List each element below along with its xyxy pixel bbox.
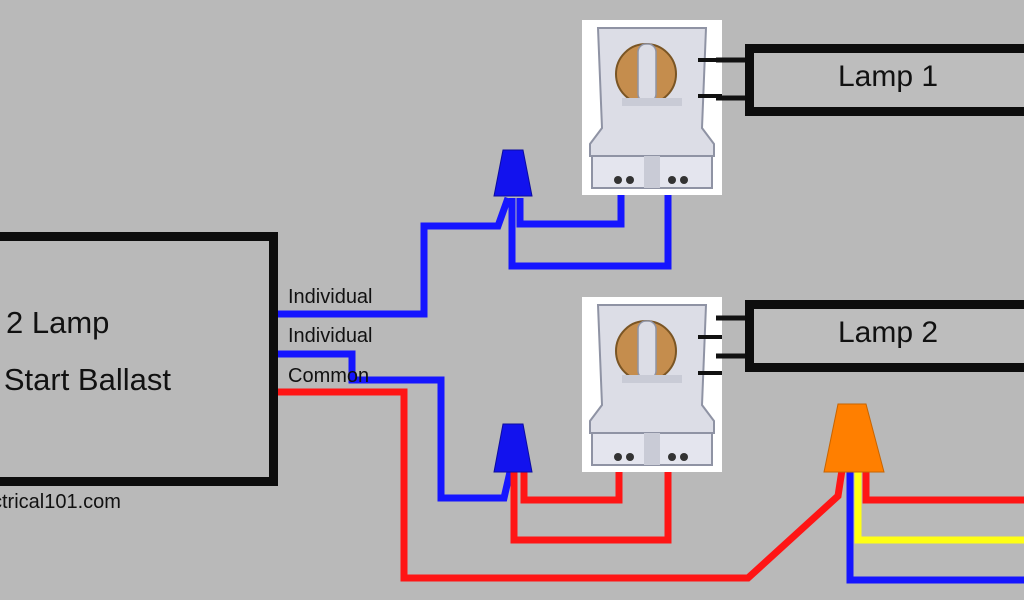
common-wire	[270, 388, 846, 582]
wire-nut-icon	[823, 403, 885, 473]
individual-wire-2	[270, 350, 514, 502]
wire-label-individual-2: Individual	[288, 325, 373, 347]
lamp1-socket-wire-a	[516, 188, 625, 228]
lamp-2-tube	[745, 300, 1024, 372]
ballast-box	[0, 232, 278, 486]
wire-nut-icon	[493, 423, 533, 473]
wire-label-common: Common	[288, 365, 370, 387]
lamp-socket-icon	[582, 20, 722, 195]
lamp1-socket-wire-b	[508, 188, 672, 270]
source-watermark: ctrical101.com	[0, 491, 121, 513]
lamp-2-label: Lamp 2	[838, 316, 939, 349]
orange-nut-yellow-wire	[854, 470, 1024, 544]
wire-label-individual-1: Individual	[288, 286, 373, 308]
lamp2-socket-wire-b	[510, 466, 672, 544]
ballast-title-line2: ıt Start Ballast	[0, 362, 171, 397]
lamp-1-tube	[745, 44, 1024, 116]
lamp-1-label: Lamp 1	[838, 60, 939, 93]
individual-wire-1	[270, 196, 512, 318]
lamp2-socket-wire-a	[520, 466, 623, 504]
lamp-socket-icon	[582, 297, 722, 472]
orange-nut-blue-wire	[846, 470, 1024, 584]
ballast-title-line1: 2 Lamp	[6, 305, 110, 340]
orange-nut-red-wire	[862, 470, 1024, 504]
wire-nut-icon	[493, 149, 533, 197]
